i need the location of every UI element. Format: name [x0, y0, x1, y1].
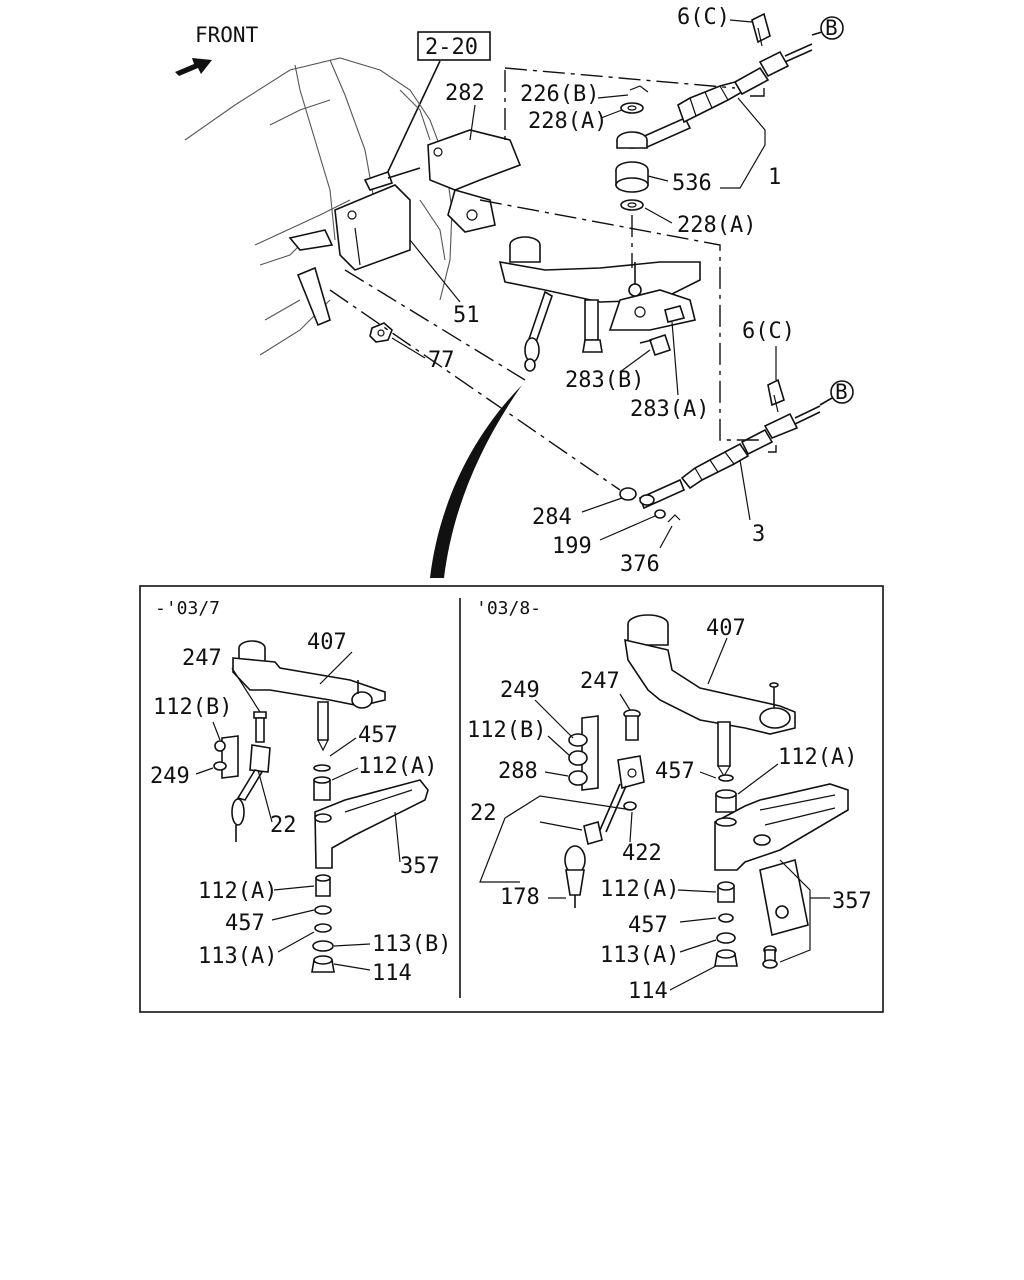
bolt-upper[interactable] — [363, 167, 421, 191]
label-376: 376 — [620, 552, 660, 577]
bushing-536[interactable] — [615, 131, 649, 193]
label-77: 77 — [428, 348, 455, 373]
callout-b-upper-letter: B — [825, 16, 838, 40]
reference-box-frame — [417, 31, 491, 61]
right-label-249: 249 — [500, 678, 540, 703]
left-label-113b: 113(B) — [372, 932, 451, 957]
front-label: FRONT — [195, 23, 259, 47]
right-lever-407[interactable] — [624, 614, 796, 778]
left-bracket-357[interactable] — [314, 779, 429, 869]
clip-6c-lower[interactable] — [767, 378, 785, 413]
left-bushing-upper[interactable] — [313, 764, 331, 801]
label-6c-lower: 6(C) — [742, 319, 795, 344]
right-bushing-upper[interactable] — [715, 774, 737, 813]
left-label-112a-upper: 112(A) — [358, 754, 437, 779]
label-283a: 283(A) — [630, 397, 709, 422]
right-block-rod-22[interactable] — [583, 755, 645, 846]
rod-left[interactable] — [524, 290, 553, 372]
left-label-357: 357 — [400, 854, 440, 879]
right-bracket-249-288[interactable] — [568, 715, 599, 791]
right-bracket-357[interactable] — [714, 783, 849, 871]
right-label-112a-upper: 112(A) — [778, 745, 857, 770]
right-label-112b: 112(B) — [467, 718, 546, 743]
left-bolt-247[interactable] — [253, 711, 267, 743]
nut-77[interactable] — [369, 322, 393, 343]
bolt-283a[interactable] — [664, 305, 686, 323]
left-label-22: 22 — [270, 813, 297, 838]
right-label-457-lower: 457 — [628, 913, 668, 938]
left-bracket-249-112b[interactable] — [213, 735, 239, 779]
right-label-357: 357 — [832, 889, 872, 914]
right-lower-stack[interactable] — [714, 881, 738, 967]
label-6c-upper: 6(C) — [677, 5, 730, 30]
left-label-457-upper: 457 — [358, 723, 398, 748]
right-label-178: 178 — [500, 885, 540, 910]
front-arrow-icon — [175, 58, 212, 76]
label-3: 3 — [752, 522, 765, 547]
label-228a-lower: 228(A) — [677, 213, 756, 238]
left-rod-22[interactable] — [231, 744, 271, 842]
bolt-283b[interactable] — [639, 333, 672, 357]
label-228a-upper: 228(A) — [528, 109, 607, 134]
left-lower-stack[interactable] — [311, 874, 335, 973]
label-1: 1 — [768, 165, 781, 190]
label-226b: 226(B) — [520, 82, 599, 107]
right-label-22: 22 — [470, 801, 497, 826]
callout-b-lower: B — [830, 380, 854, 404]
right-label-288: 288 — [498, 759, 538, 784]
right-label-457-upper: 457 — [655, 759, 695, 784]
callout-b-lower-letter: B — [835, 380, 848, 404]
pin-376[interactable] — [667, 514, 681, 523]
washer-284[interactable] — [619, 487, 637, 501]
label-282: 282 — [445, 81, 485, 106]
right-ball-joint-178[interactable] — [564, 845, 586, 908]
left-label-249: 249 — [150, 764, 190, 789]
left-label-112a-lower: 112(A) — [198, 879, 277, 904]
bracket-282[interactable] — [427, 129, 522, 233]
label-51: 51 — [453, 303, 480, 328]
washer-226b[interactable] — [629, 85, 649, 93]
right-label-113a: 113(A) — [600, 943, 679, 968]
right-plate-357[interactable] — [759, 858, 809, 969]
left-label-112b: 112(B) — [153, 695, 232, 720]
right-panel-period: '03/8- — [476, 598, 541, 619]
right-label-112a-lower: 112(A) — [600, 877, 679, 902]
label-199: 199 — [552, 534, 592, 559]
left-label-407: 407 — [307, 630, 347, 655]
left-label-113a: 113(A) — [198, 944, 277, 969]
left-label-247: 247 — [182, 646, 222, 671]
label-284: 284 — [532, 505, 572, 530]
label-536: 536 — [672, 171, 712, 196]
detail-pointer — [430, 385, 522, 578]
right-label-247: 247 — [580, 669, 620, 694]
left-lever-407[interactable] — [232, 640, 386, 752]
washer-228a-upper[interactable] — [620, 102, 644, 114]
left-panel-period: -'03/7 — [155, 598, 220, 619]
cable-1[interactable] — [638, 43, 813, 150]
left-label-457-lower: 457 — [225, 911, 265, 936]
washer-199[interactable] — [639, 494, 666, 519]
reference-box[interactable]: 2-20 — [425, 35, 478, 60]
label-283b: 283(B) — [565, 368, 644, 393]
detail-panel — [139, 585, 884, 1013]
right-label-422: 422 — [622, 841, 662, 866]
left-label-114: 114 — [372, 961, 412, 986]
callout-b-upper: B — [820, 16, 844, 40]
right-bolt-247[interactable] — [623, 709, 641, 741]
right-label-407: 407 — [706, 616, 746, 641]
right-label-114: 114 — [628, 979, 668, 1004]
washer-228a-lower[interactable] — [620, 199, 644, 211]
bracket-51[interactable] — [288, 184, 411, 327]
clip-6c-upper[interactable] — [751, 12, 771, 47]
